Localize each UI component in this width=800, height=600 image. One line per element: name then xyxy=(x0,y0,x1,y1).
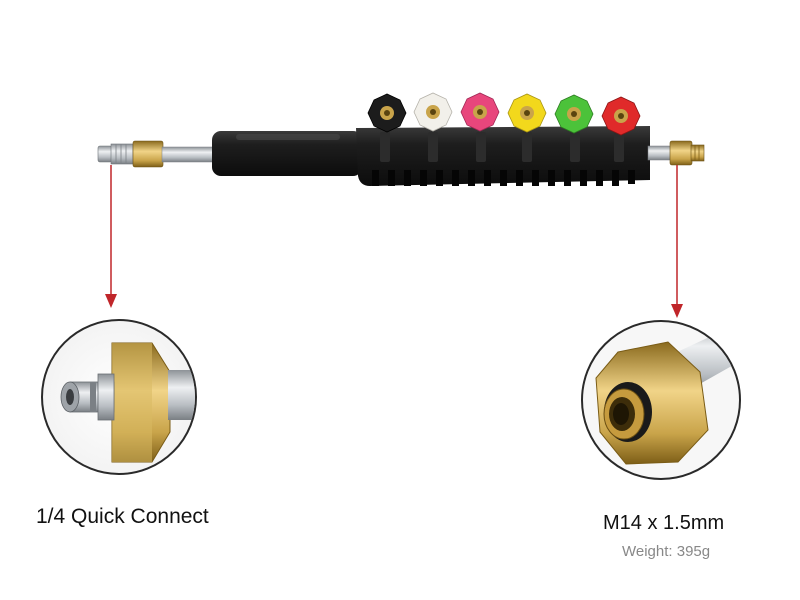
wand-body xyxy=(212,126,650,186)
white-nozzle xyxy=(413,92,453,132)
right-arrow xyxy=(671,165,683,318)
m14-fitting-closeup xyxy=(581,320,741,480)
red-nozzle xyxy=(601,96,641,136)
steel-tube-right xyxy=(647,145,673,161)
quick-connect-plug xyxy=(97,140,164,168)
nozzle-tips xyxy=(367,92,641,136)
left-arrow xyxy=(105,165,117,308)
green-nozzle xyxy=(554,94,594,134)
quick-connect-label: 1/4 Quick Connect xyxy=(36,505,209,528)
m14-thread-label: M14 x 1.5mm xyxy=(603,512,725,534)
quick-connect-closeup xyxy=(41,319,197,475)
black-nozzle xyxy=(367,93,407,133)
pink-nozzle xyxy=(460,92,500,132)
weight-label: Weight: 395g xyxy=(622,543,711,560)
yellow-nozzle xyxy=(507,93,547,133)
pressure-washer-wand xyxy=(97,92,705,186)
m14-fitting xyxy=(669,140,705,166)
steel-tube-left xyxy=(161,146,219,163)
